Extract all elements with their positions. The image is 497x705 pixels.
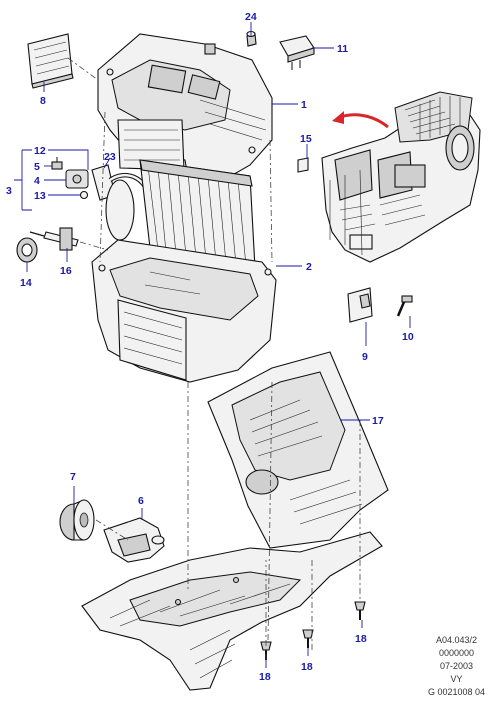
part-1-upper-housing [97, 33, 273, 191]
part-7-motor [59, 499, 95, 541]
part-8-filter [27, 33, 74, 89]
assembly-direction-arrow [337, 113, 389, 129]
callout-14: 14 [20, 277, 32, 289]
callout-2: 2 [306, 261, 312, 273]
callout-10: 10 [402, 331, 414, 343]
callout-12: 12 [34, 145, 46, 157]
doc-ref-line-5: G 0021008 04 [427, 687, 485, 697]
callout-7: 7 [70, 471, 76, 483]
part-4-actuator [65, 169, 89, 189]
callout-24: 24 [245, 11, 257, 23]
callout-18-middle: 18 [301, 661, 313, 673]
part-17-duct [207, 351, 389, 549]
callout-13: 13 [34, 190, 46, 202]
callout-18-left: 18 [259, 671, 271, 683]
leader-lines [14, 22, 411, 668]
callout-6: 6 [138, 495, 144, 507]
part-2-lower-housing [91, 239, 277, 383]
part-6-blower [103, 517, 165, 563]
callout-1: 1 [301, 99, 307, 111]
part-15-connector [297, 157, 309, 173]
doc-ref-line-1: A04.043/2 [435, 635, 477, 645]
part-9-bracket [347, 287, 373, 323]
callout-3: 3 [6, 185, 12, 197]
part-14-grommet [16, 237, 38, 263]
doc-ref-line-3: 07-2003 [439, 661, 473, 671]
part-18-fastener-right [354, 601, 366, 620]
callout-23: 23 [104, 151, 116, 163]
callout-labels: 24 11 8 1 15 12 23 5 4 3 13 16 2 14 10 9… [6, 11, 414, 683]
callout-17: 17 [372, 415, 384, 427]
doc-ref-line-2: 0000000 [438, 648, 474, 658]
callout-5: 5 [34, 161, 40, 173]
part-11-resistor [279, 35, 315, 70]
callout-9: 9 [362, 351, 368, 363]
callout-8: 8 [40, 95, 46, 107]
part-5-screw [51, 157, 63, 170]
document-reference-block: A04.043/2 0000000 07-2003 VY G 0021008 0… [428, 634, 485, 699]
floor-duct-tray [81, 531, 383, 691]
doc-ref-line-4: VY [450, 674, 463, 684]
assembled-unit-inset [321, 91, 481, 263]
callout-15: 15 [300, 133, 312, 145]
callout-18-right: 18 [355, 633, 367, 645]
part-24-bulb [246, 30, 257, 47]
callout-4: 4 [34, 175, 40, 187]
part-18-fastener-middle [302, 629, 314, 648]
part-10-bolt [396, 295, 413, 317]
part-13-clip [79, 190, 89, 200]
part-16-valve [29, 227, 79, 251]
assembly-axis-lines [67, 57, 361, 660]
callout-11: 11 [337, 43, 348, 55]
callout-16: 16 [60, 265, 72, 277]
